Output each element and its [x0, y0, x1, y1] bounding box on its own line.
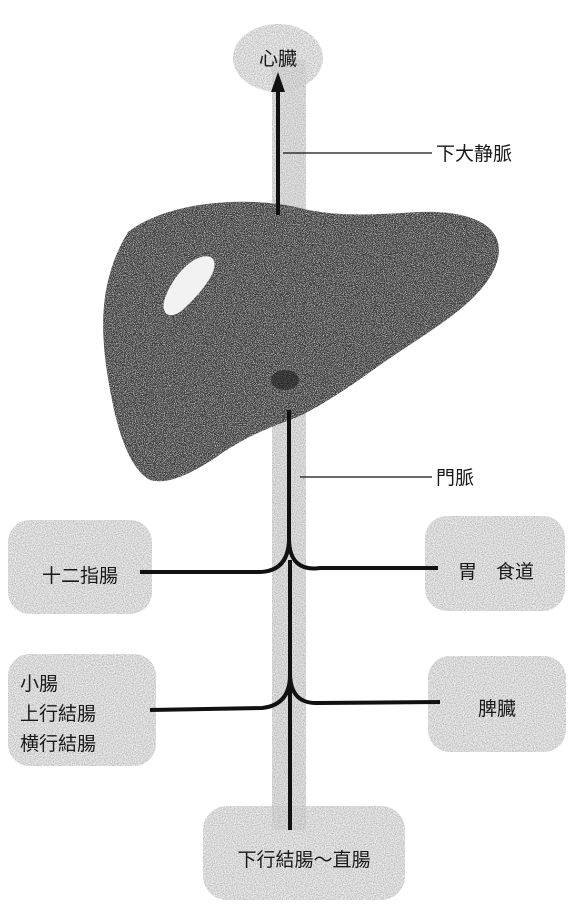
spleen-label: 脾臓 — [478, 698, 516, 720]
duodenum-label: 十二指腸 — [42, 565, 118, 587]
colon-rectum-label: 下行結腸～直腸 — [237, 849, 370, 871]
intestines-label-1: 小腸 — [20, 673, 58, 695]
intestines-label-3: 横行結腸 — [20, 733, 96, 755]
heart-label: 心臓 — [259, 48, 297, 70]
stomach-label: 胃 食道 — [458, 561, 534, 583]
intestines-label-2: 上行結腸 — [20, 703, 96, 725]
portal-vein-label: 門脈 — [436, 467, 474, 489]
ivc-label: 下大静脈 — [436, 143, 512, 165]
